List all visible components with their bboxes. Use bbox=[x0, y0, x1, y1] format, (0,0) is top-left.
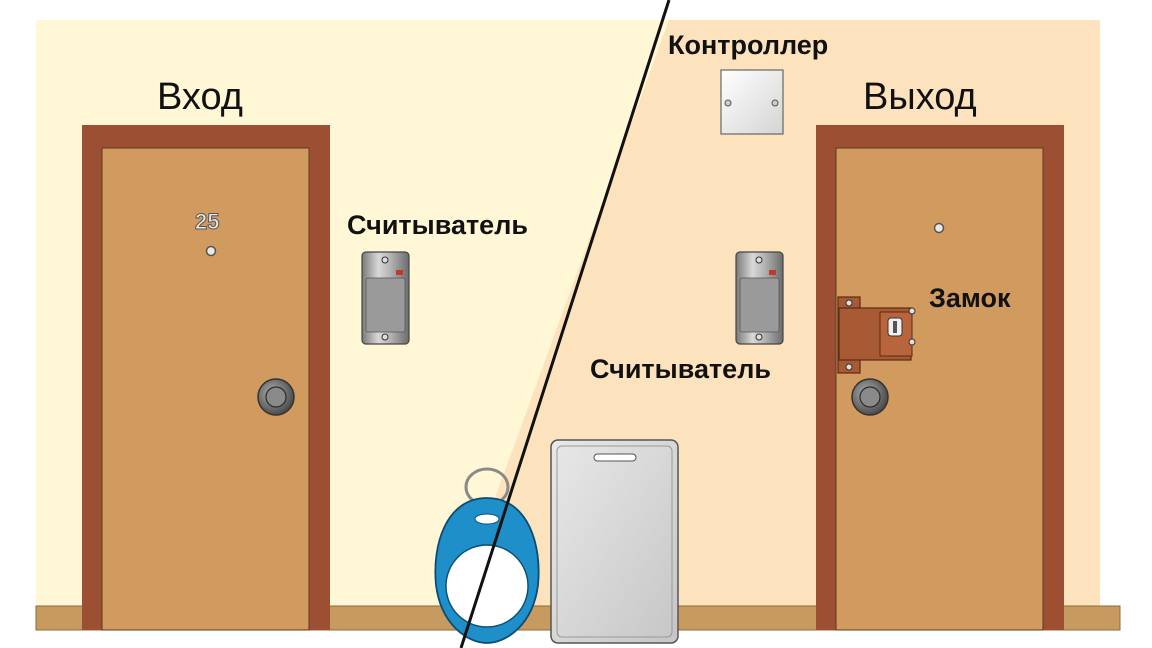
divider-line bbox=[459, 0, 671, 648]
entrance-label: Вход bbox=[157, 76, 243, 118]
card-reader-left bbox=[361, 251, 410, 345]
door-number: 25 bbox=[194, 209, 220, 235]
reader-label-left: Считыватель bbox=[347, 210, 528, 240]
card-reader-right bbox=[735, 251, 784, 345]
door-knob bbox=[257, 378, 295, 416]
lock-device bbox=[837, 296, 916, 374]
lock-label: Замок bbox=[929, 283, 1011, 313]
controller-label: Контроллер bbox=[668, 30, 829, 60]
reader-label-right: Считыватель bbox=[590, 354, 771, 384]
entrance-door bbox=[82, 125, 330, 631]
door-knob bbox=[851, 378, 889, 416]
peephole bbox=[933, 222, 945, 234]
controller-box bbox=[720, 69, 784, 135]
exit-label: Выход bbox=[863, 76, 977, 118]
peephole bbox=[205, 245, 217, 257]
access-card bbox=[550, 439, 679, 644]
exit-door bbox=[816, 125, 1064, 631]
